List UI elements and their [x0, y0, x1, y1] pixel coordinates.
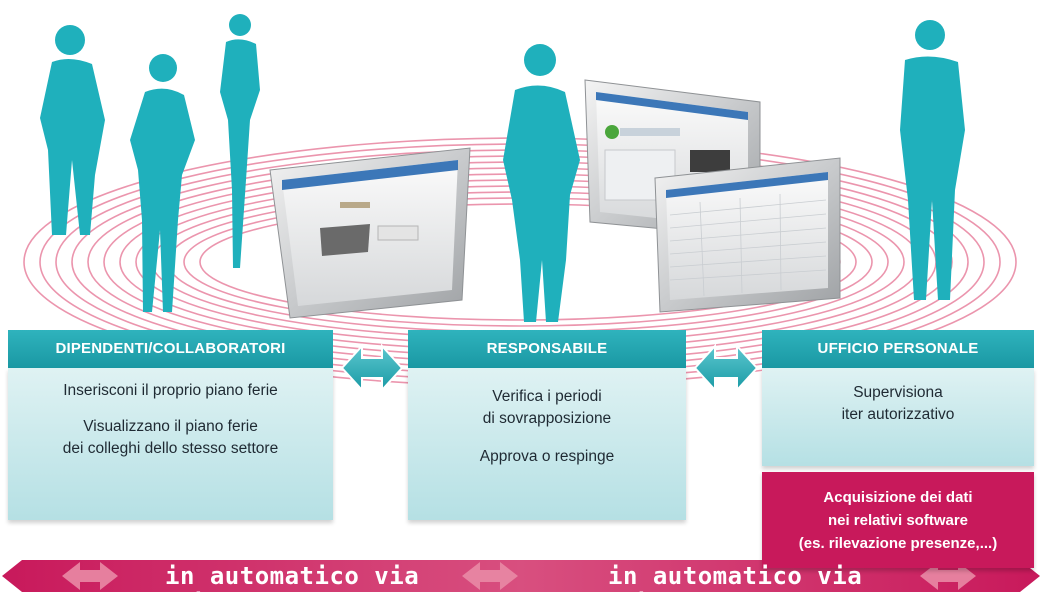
bottom-banner: [2, 560, 1040, 592]
panel-body: Inserisconi il proprio piano ferie Visua…: [8, 368, 333, 520]
person-silhouette-icon: [220, 14, 260, 268]
panel-line: Inserisconi il proprio piano ferie: [63, 382, 278, 399]
banner-text-left: in automatico via web: [165, 562, 420, 616]
double-arrow-icon: [462, 562, 518, 590]
person-silhouette-icon: [503, 44, 580, 322]
panel-line: Visualizzano il piano ferie: [83, 418, 258, 435]
panel-responsabile: RESPONSABILE Verifica i periodi di sovra…: [408, 330, 686, 520]
panel-ufficio-personale: UFFICIO PERSONALE Supervisiona iter auto…: [762, 330, 1034, 568]
double-arrow-icon: [920, 562, 976, 590]
person-silhouette-icon: [900, 20, 965, 300]
panel-line: di sovrapposizione: [482, 410, 612, 427]
panel-line: dei colleghi dello stesso settore: [62, 440, 279, 457]
monitor-icon: [654, 157, 841, 313]
person-silhouette-icon: [130, 54, 195, 312]
person-silhouette-icon: [40, 25, 105, 235]
panel-dipendenti: DIPENDENTI/COLLABORATORI Inserisconi il …: [8, 330, 333, 520]
panel-body: Supervisiona iter autorizzativo: [762, 368, 1034, 466]
panel-line: Supervisiona: [853, 384, 943, 401]
double-arrow-icon: [693, 343, 759, 393]
panel-line: Approva o respinge: [479, 448, 615, 465]
panel-line: nei relativi software: [827, 512, 969, 529]
panel-title: RESPONSABILE: [408, 330, 686, 368]
panel-title: DIPENDENTI/COLLABORATORI: [8, 330, 333, 368]
panel-acquisizione: Acquisizione dei dati nei relativi softw…: [762, 472, 1034, 568]
double-arrow-icon: [62, 562, 118, 590]
panel-line: iter autorizzativo: [841, 406, 955, 423]
double-arrow-icon: [340, 343, 404, 393]
banner-text-right: in automatico via web: [608, 562, 863, 616]
panel-line: Verifica i periodi: [492, 388, 602, 405]
workflow-scene: [2, 14, 1040, 592]
panel-body: Verifica i periodi di sovrapposizione Ap…: [408, 368, 686, 520]
panel-line: Acquisizione dei dati: [823, 489, 973, 506]
panel-line: (es. rilevazione presenze,...): [798, 535, 998, 552]
panel-title: UFFICIO PERSONALE: [762, 330, 1034, 368]
monitor-icon: [269, 147, 471, 319]
